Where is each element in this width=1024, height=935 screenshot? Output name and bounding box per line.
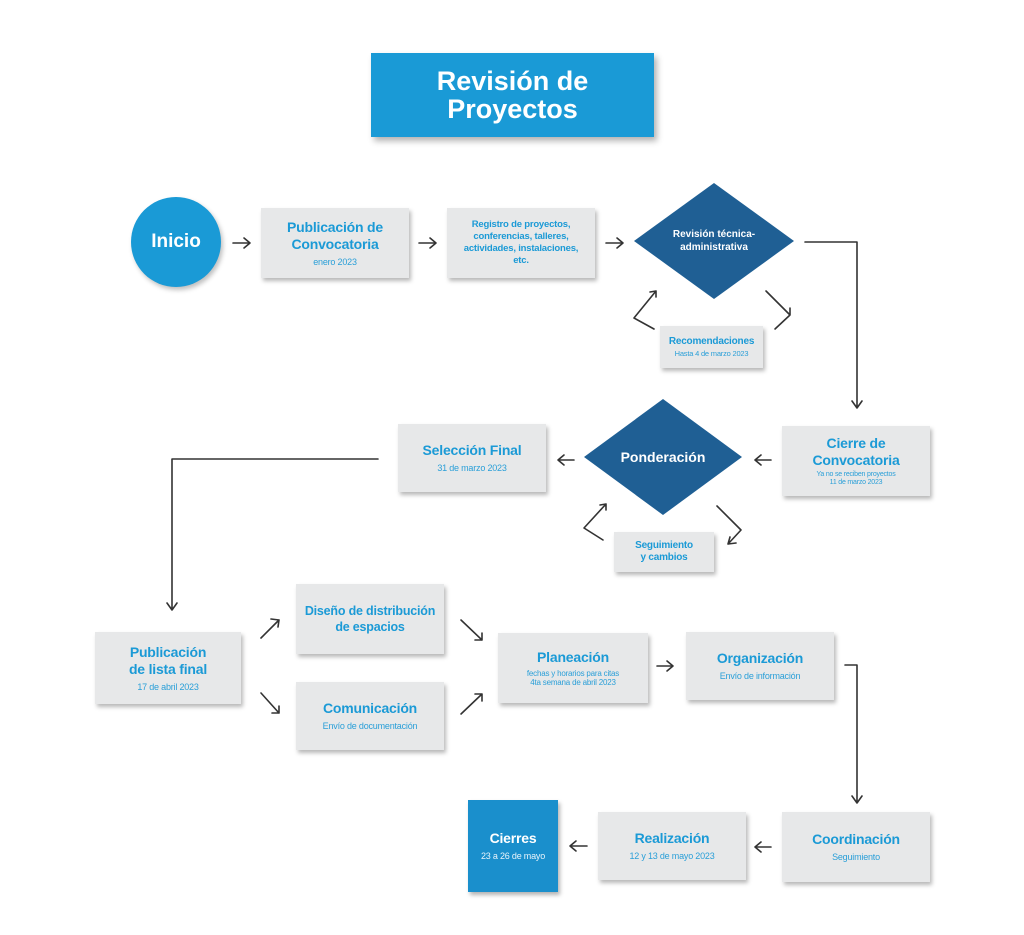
arrow-registro-revision [605,237,624,249]
node-subtitle: Hasta 4 de marzo 2023 [674,349,749,358]
node-title: Publicación de [287,218,383,235]
node-title: de lista final [128,660,208,677]
node-planeacion: Planeación fechas y horarios para citas … [498,633,648,703]
arrow-planeacion-organizacion [656,660,674,672]
node-title: Selección Final [422,442,522,458]
node-title: Comunicación [322,700,418,716]
node-coordinacion: Coordinación Seguimiento [782,812,930,882]
node-subtitle: 11 de marzo 2023 [829,479,883,486]
diamond-shape [584,399,742,515]
start-node: Inicio [131,197,221,287]
node-title: Organización [716,650,804,666]
arrow-ponderacion-seleccion [557,454,575,466]
arrow-diseno-planeacion [460,619,483,641]
node-title: Recomendaciones [668,336,755,347]
title-line-2: Proyectos [447,94,578,124]
node-subtitle: Ya no se reciben proyectos [816,471,896,478]
node-title: Convocatoria [291,235,379,252]
node-title: Publicación [129,643,207,660]
node-subtitle: 12 y 13 de mayo 2023 [629,851,715,861]
node-line: de espacios [335,620,405,634]
node-title: Convocatoria [812,452,900,468]
arrow-realizacion-cierres [569,840,588,852]
node-registro: Registro de proyectos, conferencias, tal… [447,208,595,278]
node-diseno-distribucion: Diseño de distribución de espacios [296,584,444,654]
node-title: Cierres [489,830,537,846]
node-recomendaciones: Recomendaciones Hasta 4 de marzo 2023 [660,326,763,368]
node-organizacion: Organización Envío de información [686,632,834,700]
node-subtitle: Envío de información [719,671,801,681]
node-subtitle: Envío de documentación [322,721,418,731]
node-line: Seguimiento [635,540,693,551]
arrow-inicio-publicacion [232,237,251,249]
node-line: Registro de proyectos, [471,219,571,230]
arrow-coordinacion-realizacion [754,841,772,853]
arrow-ponderacion-seguimiento [716,505,742,545]
node-title: Coordinación [812,831,900,847]
node-subtitle: Seguimiento [832,852,880,862]
arrow-cierre-ponderacion [754,454,772,466]
node-realizacion: Realización 12 y 13 de mayo 2023 [598,812,746,880]
title-line-1: Revisión de [436,66,589,96]
node-title: Planeación [537,649,609,665]
node-line: etc. [513,255,529,266]
arrow-organizacion-coordinacion [844,664,863,804]
arrow-publicacion-registro [418,237,437,249]
node-subtitle: 31 de marzo 2023 [437,463,507,473]
node-line: y cambios [640,552,688,563]
arrow-recomendaciones-revision [633,290,657,330]
decision-revision-tecnica: Revisión técnica- administrativa [634,183,794,299]
node-line: Diseño de distribución [304,604,436,618]
arrow-comunicacion-planeacion [460,693,483,715]
arrow-revision-recomendaciones [765,290,791,330]
node-title: Realización [634,830,710,846]
start-label: Inicio [151,231,201,252]
arrow-seguimiento-ponderacion [583,503,607,541]
decision-line: administrativa [680,242,748,253]
node-title: Cierre de [826,435,886,451]
arrow-lista-comunicacion [260,692,280,714]
node-subtitle: 23 a 26 de mayo [480,851,546,861]
node-line: actividades, instalaciones, [463,243,579,254]
node-subtitle: 17 de abril 2023 [137,681,199,692]
node-cierre-convocatoria: Cierre de Convocatoria Ya no se reciben … [782,426,930,496]
decision-ponderacion: Ponderación [584,399,742,515]
decision-label: Ponderación [620,449,706,465]
diamond-shape [634,183,794,299]
arrow-revision-cierre [804,241,863,409]
diagram-title: Revisión de Proyectos [371,53,654,137]
node-line: conferencias, talleres, [473,231,569,242]
node-publicacion-lista-final: Publicación de lista final 17 de abril 2… [95,632,241,704]
node-subtitle: fechas y horarios para citas [526,669,620,678]
node-publicacion-convocatoria: Publicación de Convocatoria enero 2023 [261,208,409,278]
node-subtitle: 4ta semana de abril 2023 [530,678,616,687]
node-seguimiento-cambios: Seguimiento y cambios [614,532,714,572]
decision-line: Revisión técnica- [672,229,756,240]
node-cierres: Cierres 23 a 26 de mayo [468,800,558,892]
node-subtitle: enero 2023 [313,256,357,267]
arrow-lista-diseno [260,618,280,639]
node-seleccion-final: Selección Final 31 de marzo 2023 [398,424,546,492]
node-comunicacion: Comunicación Envío de documentación [296,682,444,750]
arrow-seleccion-lista [166,458,379,611]
